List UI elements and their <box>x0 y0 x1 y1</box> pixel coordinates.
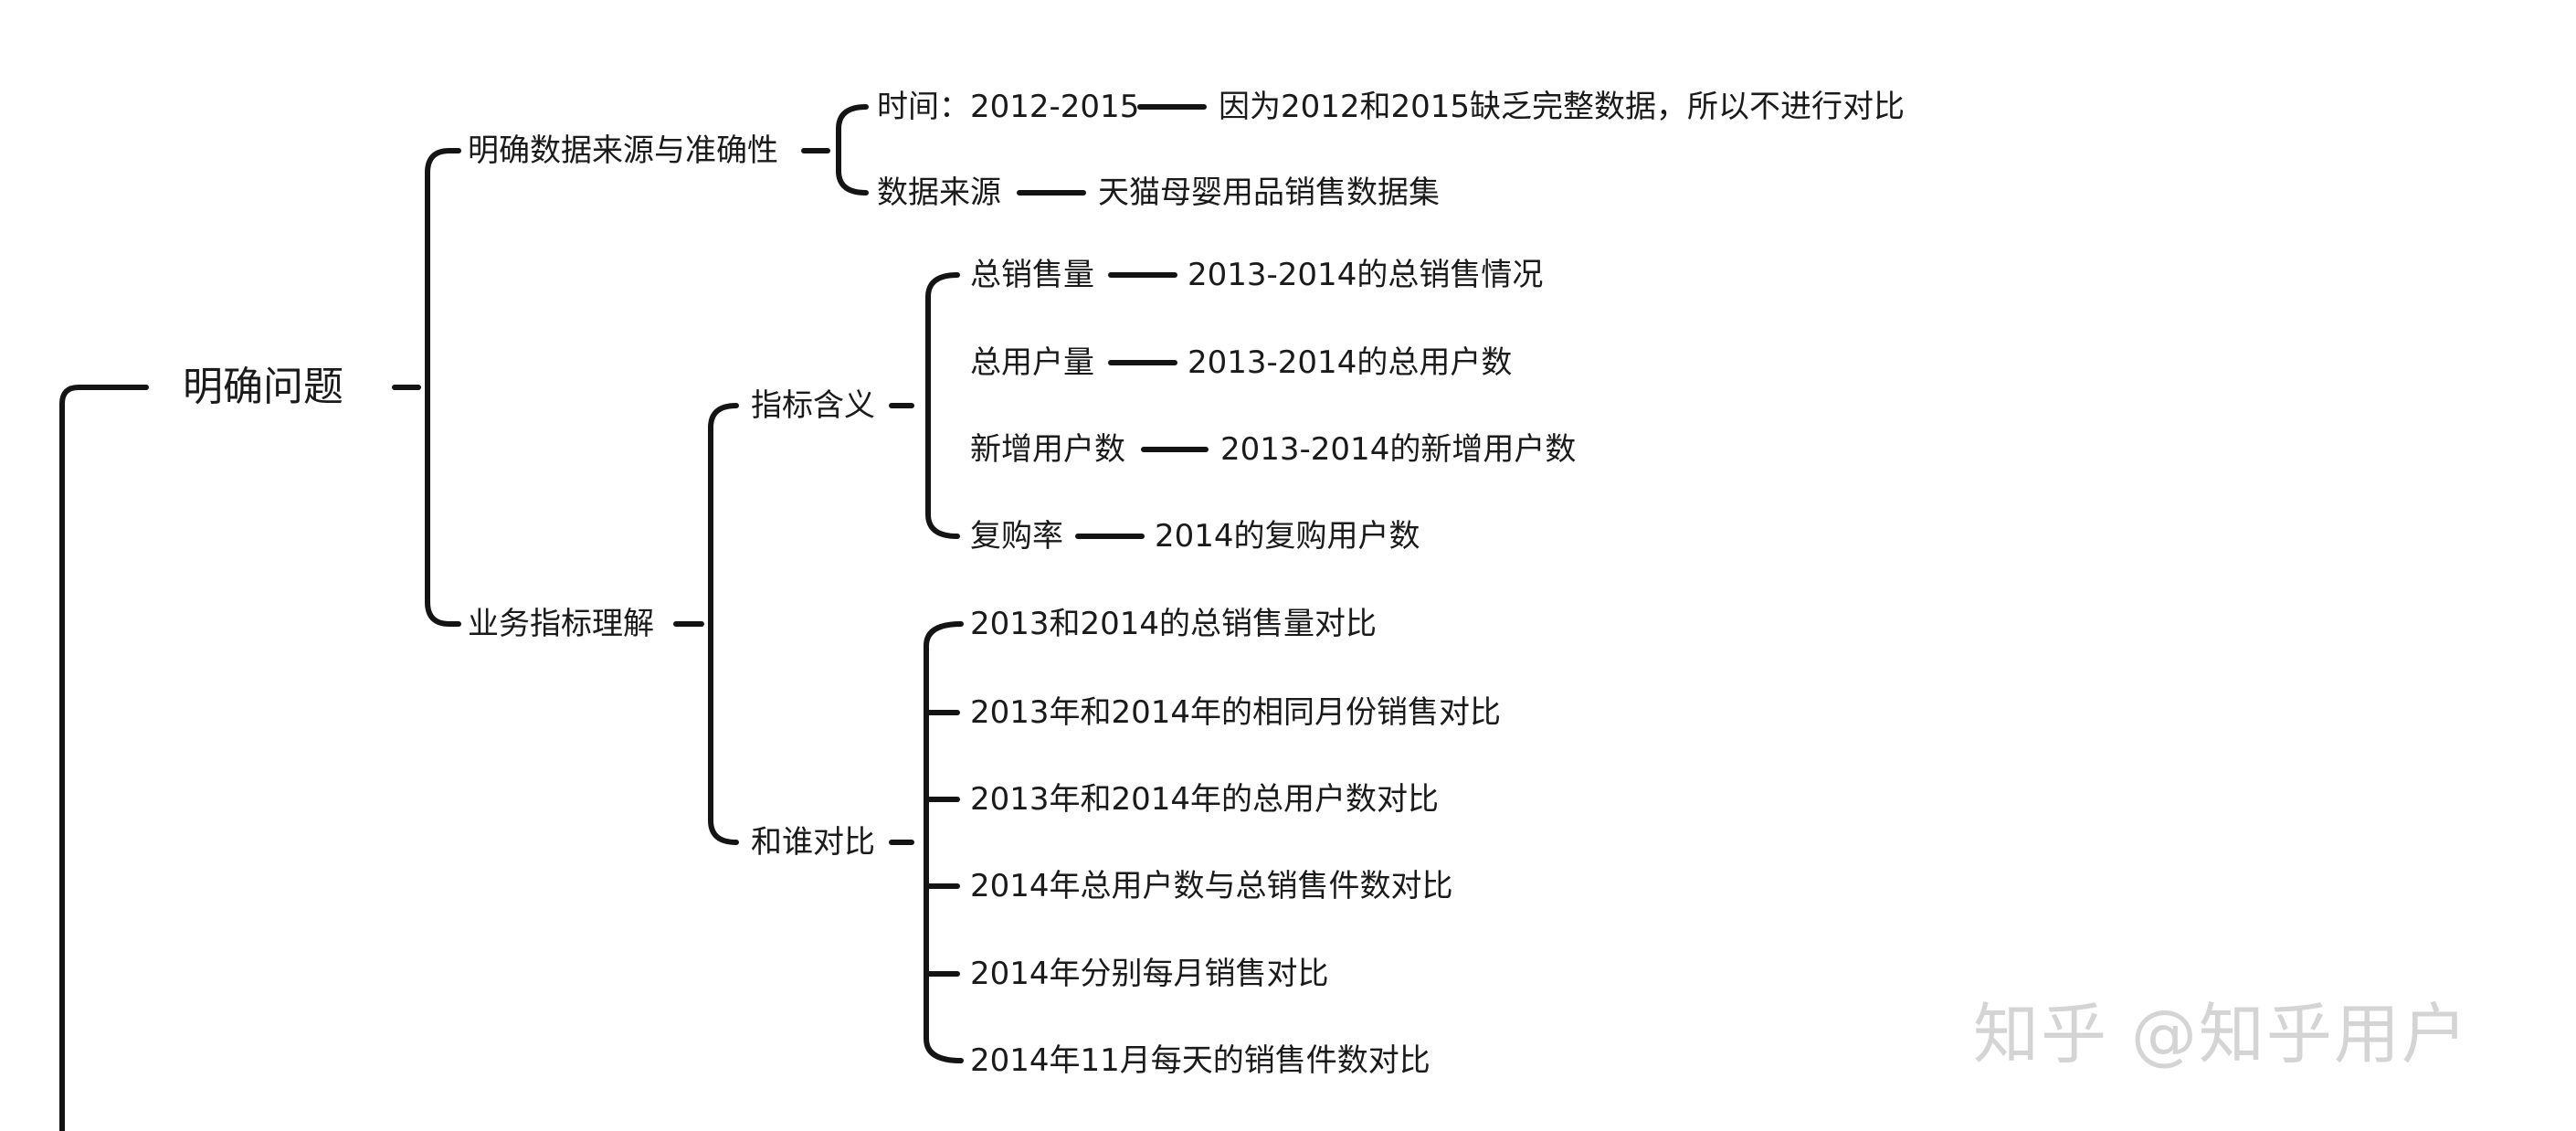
branch1-bracket <box>836 104 869 196</box>
compare-item[interactable]: 2014年11月每天的销售件数对比 <box>970 1042 1431 1079</box>
branch2-bracket <box>708 403 739 845</box>
watermark-text: 知乎 @知乎用户 <box>1973 996 2469 1073</box>
metrics-node[interactable]: 指标含义 <box>751 387 875 424</box>
compare-item[interactable]: 2013和2014的总销售量对比 <box>970 606 1378 642</box>
source-node[interactable]: 数据来源 <box>877 174 1001 211</box>
metric-item[interactable]: 总用户量 <box>970 344 1094 381</box>
level1-bracket <box>425 148 452 627</box>
compare-item[interactable]: 2014年分别每月销售对比 <box>970 956 1329 992</box>
branch1-node[interactable]: 明确数据来源与准确性 <box>468 132 778 169</box>
metrics-bracket <box>925 272 960 539</box>
metric-note[interactable]: 2013-2014的总用户数 <box>1188 344 1513 381</box>
time-note[interactable]: 因为2012和2015缺乏完整数据，所以不进行对比 <box>1219 89 1906 125</box>
trunk-connector <box>59 385 149 1131</box>
metric-item[interactable]: 新增用户数 <box>970 431 1125 468</box>
compare-item[interactable]: 2013年和2014年的相同月份销售对比 <box>970 694 1502 731</box>
compare-item[interactable]: 2014年总用户数与总销售件数对比 <box>970 868 1453 904</box>
time-node[interactable]: 时间：2012-2015 <box>877 89 1140 125</box>
root-node[interactable]: 明确问题 <box>183 364 343 410</box>
metric-note[interactable]: 2013-2014的新增用户数 <box>1220 431 1577 468</box>
metric-item[interactable]: 总销售量 <box>970 257 1094 293</box>
branch2-node[interactable]: 业务指标理解 <box>468 606 654 642</box>
metric-item[interactable]: 复购率 <box>970 518 1063 555</box>
compare-bracket <box>924 621 964 1063</box>
source-note[interactable]: 天猫母婴用品销售数据集 <box>1098 174 1440 211</box>
metric-note[interactable]: 2013-2014的总销售情况 <box>1188 257 1544 293</box>
compare-node[interactable]: 和谁对比 <box>751 824 875 861</box>
metric-note[interactable]: 2014的复购用户数 <box>1155 518 1420 555</box>
compare-item[interactable]: 2013年和2014年的总用户数对比 <box>970 781 1440 818</box>
